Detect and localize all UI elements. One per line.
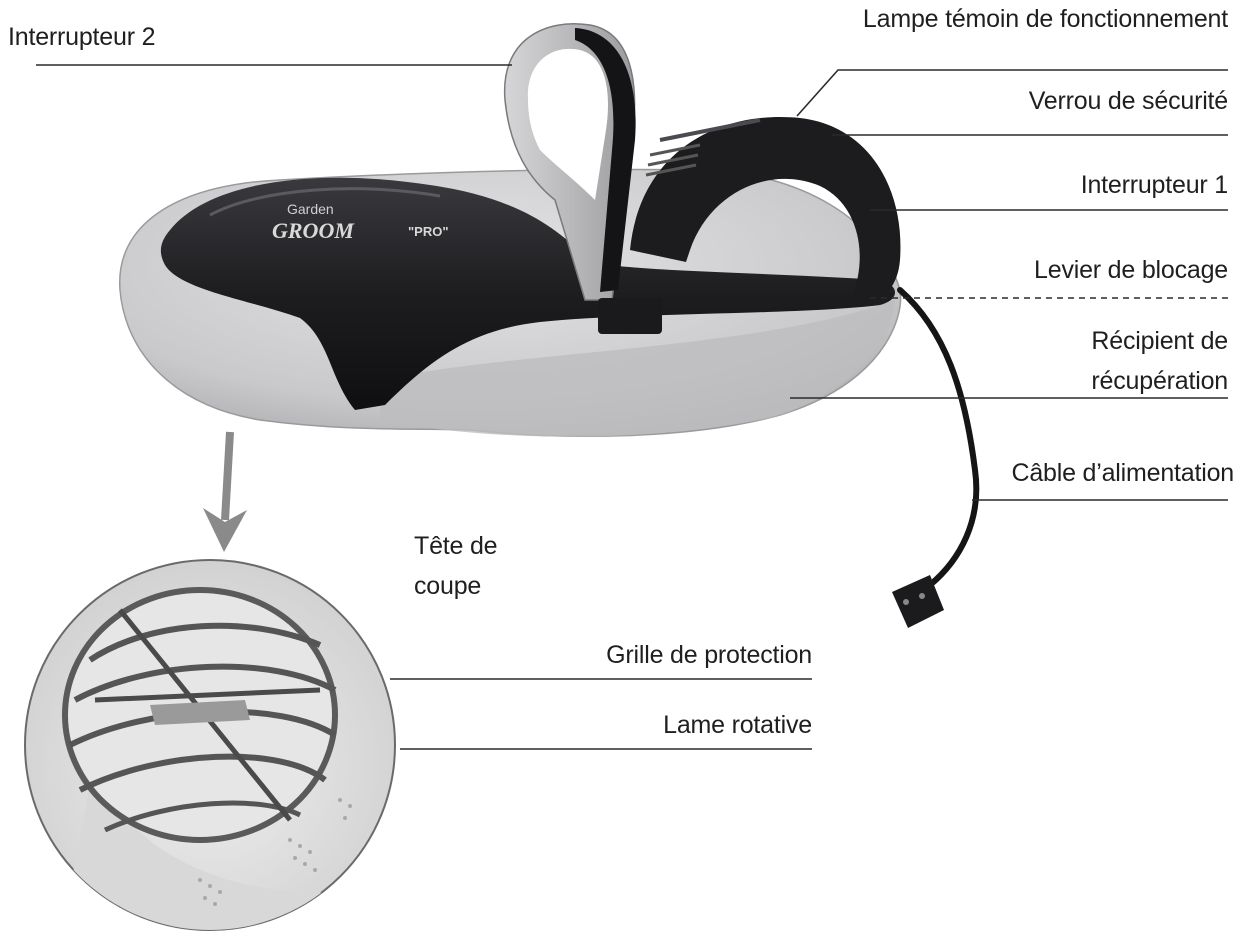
label-cutting-head-line1: Tête de — [414, 532, 498, 560]
logo-brand-small: Garden — [287, 201, 334, 217]
logo-brand-large: GROOM — [272, 218, 355, 243]
label-protection-grid: Grille de protection — [606, 641, 812, 669]
label-cutting-head-line2: coupe — [414, 572, 482, 600]
power-cable-illustration — [892, 287, 980, 628]
leader-lines — [36, 64, 1228, 750]
label-collector-line2: récupération — [1091, 367, 1228, 395]
logo-model: "PRO" — [408, 224, 449, 239]
product-logo: Garden GROOM "PRO" — [272, 201, 449, 243]
zoom-arrow — [203, 431, 247, 552]
label-lock-lever: Levier de blocage — [1034, 256, 1228, 284]
label-switch-2: Interrupteur 2 — [8, 23, 156, 51]
label-switch-1: Interrupteur 1 — [1080, 171, 1228, 199]
label-rotating-blade: Lame rotative — [663, 711, 812, 739]
front-loop-handle — [503, 23, 662, 334]
rear-handle — [630, 117, 901, 300]
motor-body — [160, 177, 896, 410]
cutting-head-detail — [24, 559, 396, 931]
label-indicator-lamp: Lampe témoin de fonctionnement — [862, 5, 1228, 33]
label-safety-lock: Verrou de sécurité — [1028, 87, 1228, 115]
label-collector-line1: Récipient de — [1091, 327, 1228, 355]
leader-indicator-lamp — [796, 69, 1228, 117]
label-power-cable: Câble d’alimentation — [1011, 459, 1234, 487]
